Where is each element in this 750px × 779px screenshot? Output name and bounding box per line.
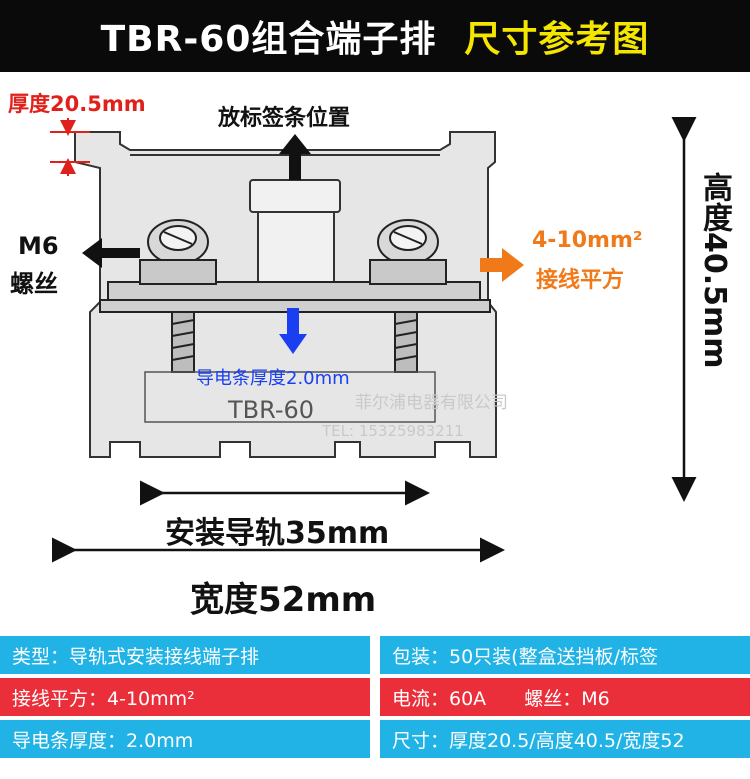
rail-label: 安装导轨35mm (165, 516, 390, 551)
terminal-drawing: 厚度20.5mm 放标签条位置 M6 螺丝 4-10mm² 接线平方 导电条厚度… (0, 72, 750, 632)
conductor-label: 导电条厚度2.0mm (196, 368, 350, 389)
conductor-bar (99, 281, 491, 313)
spec-packing: 包装：50只装(整盒送挡板/标签 (380, 636, 750, 674)
spec-size: 尺寸：厚度20.5/高度40.5/宽度52 (380, 720, 750, 758)
width-label: 宽度52mm (190, 580, 377, 620)
bolt-left (171, 311, 195, 373)
spec-screw: 螺丝：M6 (524, 687, 610, 710)
title-bar: TBR-60组合端子排 尺寸参考图 (0, 0, 750, 72)
page-subtitle: 尺寸参考图 (464, 19, 650, 60)
wire-arrow (480, 248, 524, 282)
watermark-phone: TEL: 15325983211 (322, 422, 464, 440)
wire-label-line2: 接线平方 (536, 268, 625, 293)
spec-type: 类型：导轨式安装接线端子排 (0, 636, 370, 674)
screw-label-line1: M6 (18, 232, 59, 260)
label-strip-label: 放标签条位置 (218, 106, 351, 131)
spec-wire: 接线平方：4-10mm² (0, 678, 370, 716)
terminal-block-illustration (50, 117, 697, 563)
screw-left (139, 219, 217, 285)
spec-current: 电流：60A (392, 687, 487, 710)
conductor-arrow (279, 308, 307, 354)
screw-right (369, 219, 447, 285)
screw-label-line2: 螺丝 (10, 270, 58, 298)
wire-label-line1: 4-10mm² (532, 228, 643, 253)
watermark-company: 菲尔浦电器有限公司 (355, 393, 508, 413)
label-strip-arrow (279, 134, 311, 180)
screw-arrow (82, 238, 140, 268)
bolt-right (394, 311, 418, 373)
thickness-label: 厚度20.5mm (8, 92, 146, 116)
model-mark: TBR-60 (228, 396, 315, 424)
thickness-dimension (50, 118, 90, 176)
lower-panel (144, 371, 436, 423)
spec-conductor: 导电条厚度：2.0mm (0, 720, 370, 758)
page-title: TBR-60组合端子排 (100, 19, 437, 60)
height-label: 高度40.5mm (697, 172, 732, 369)
spec-current-screw: 电流：60A 螺丝：M6 (380, 678, 750, 716)
